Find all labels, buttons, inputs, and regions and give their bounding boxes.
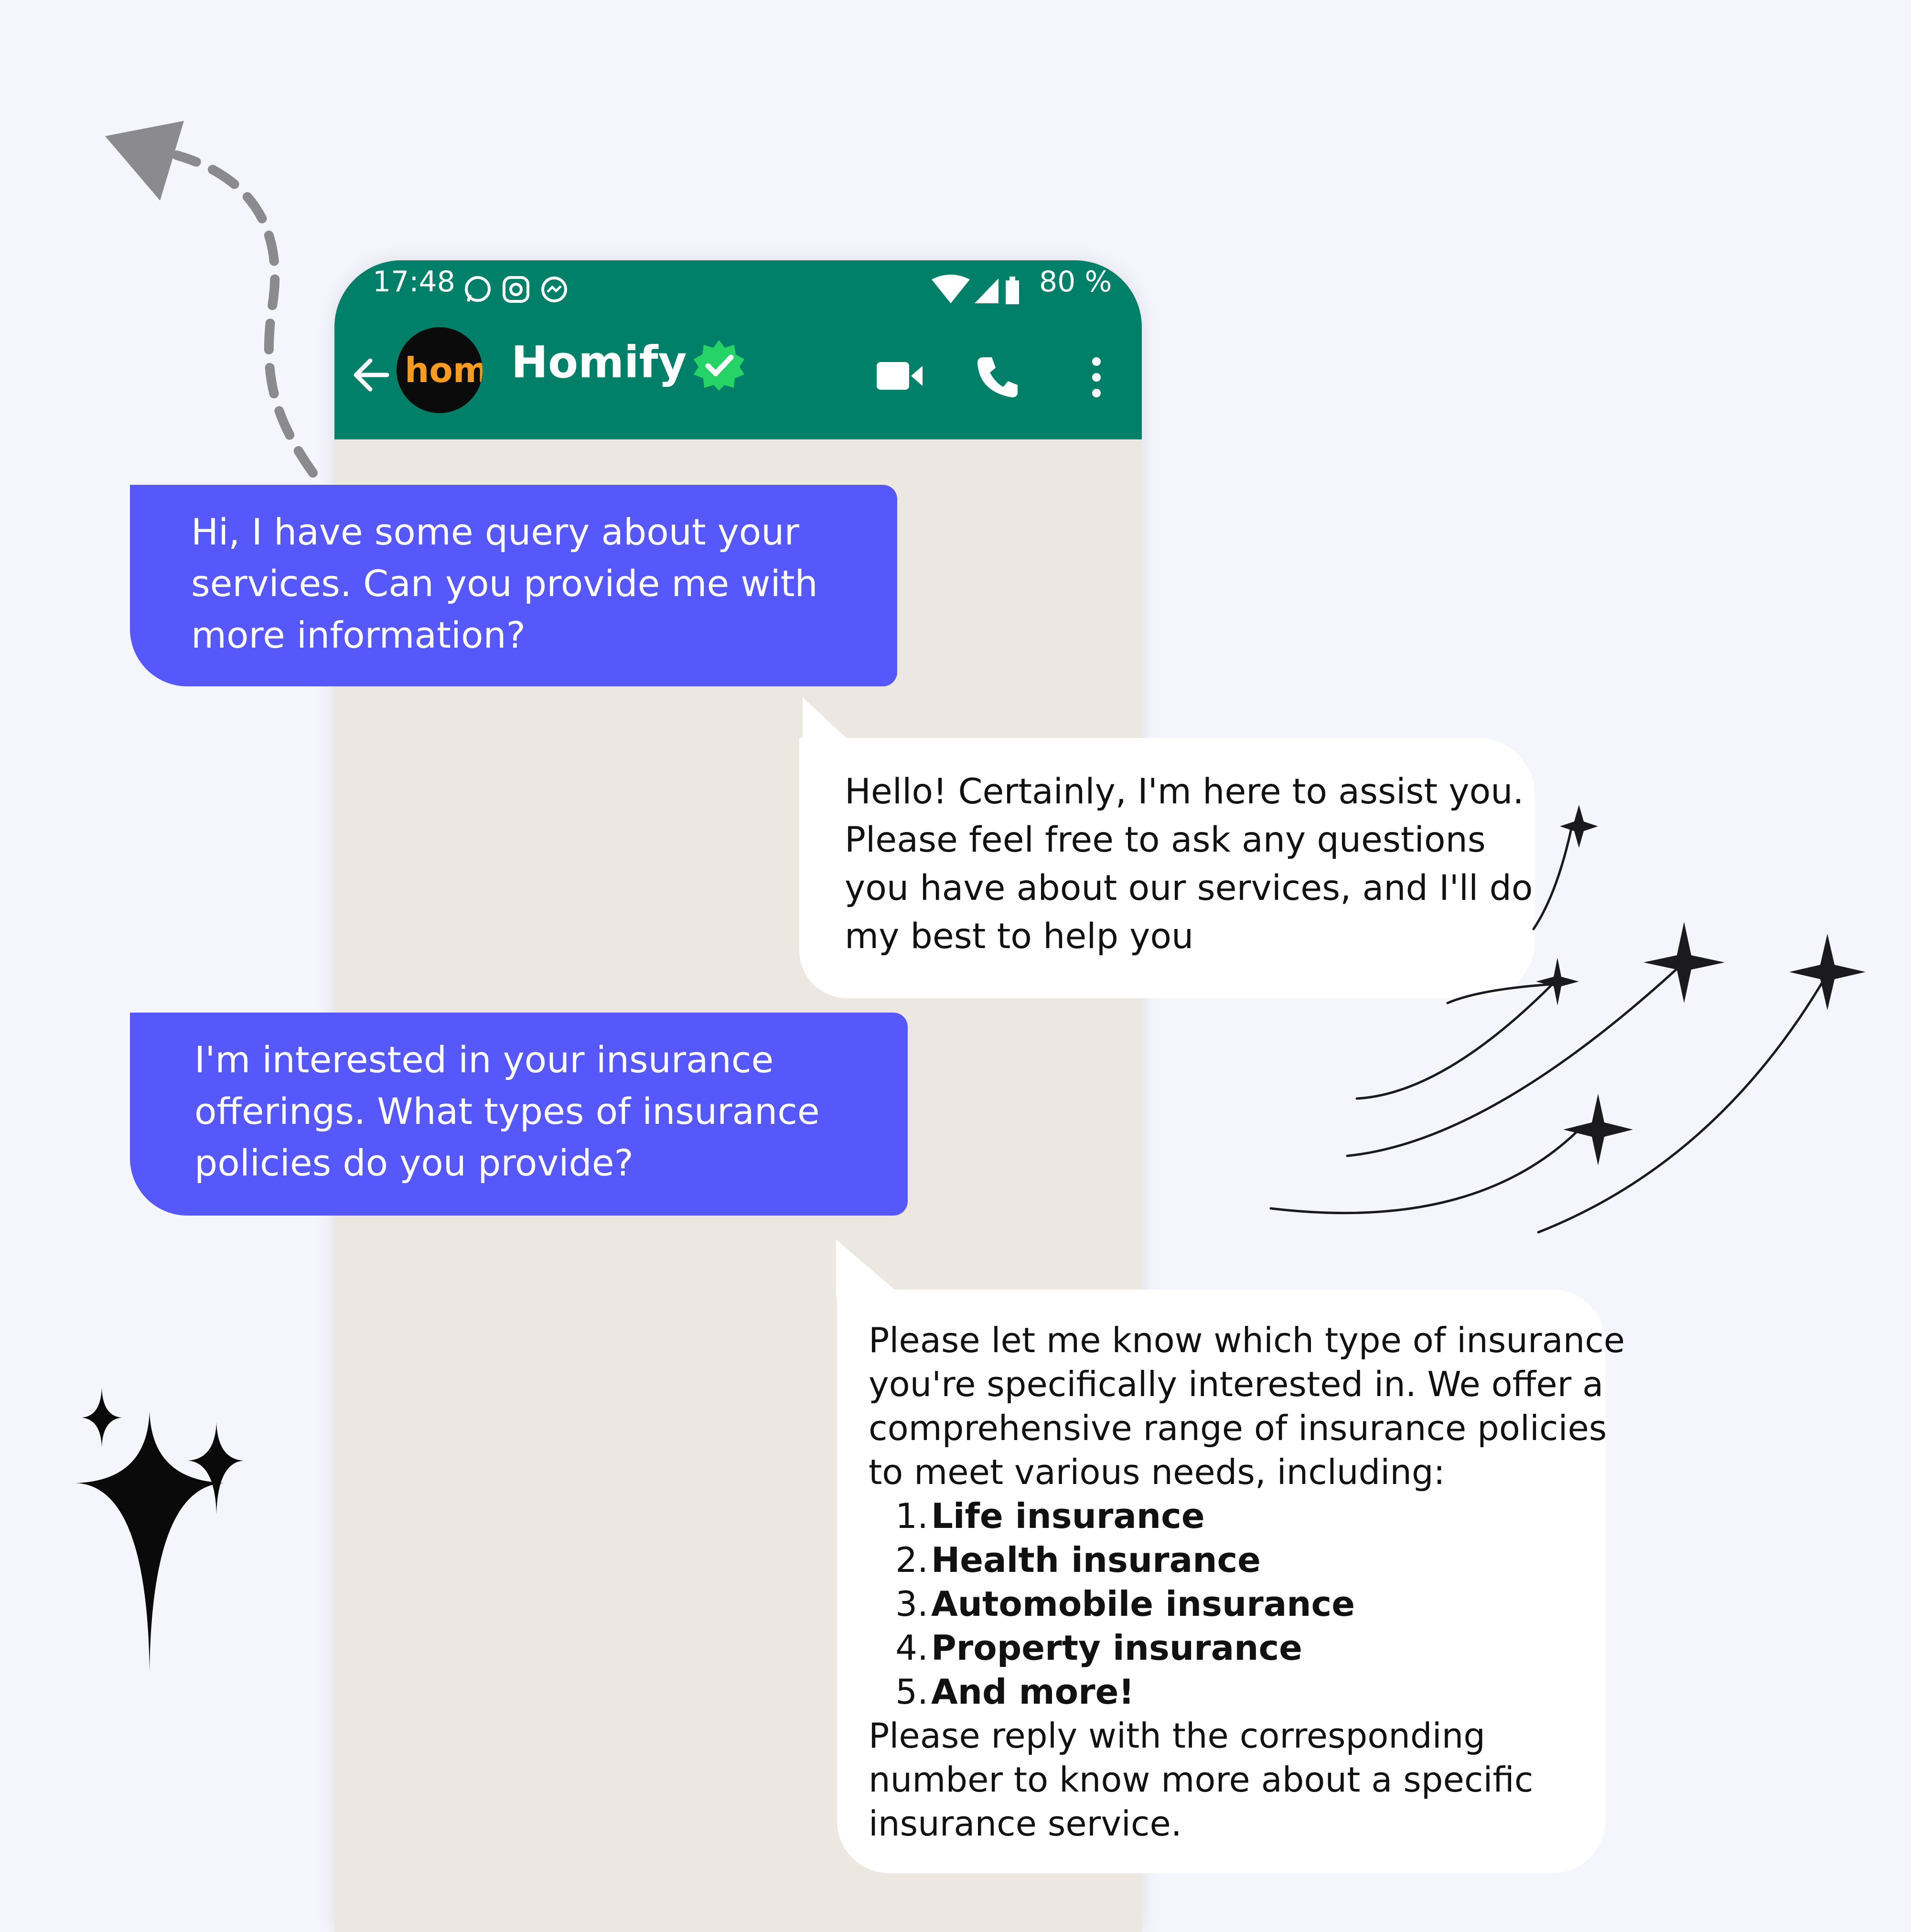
message-line: you're specifically interested in. We of… bbox=[869, 1364, 1604, 1404]
avatar[interactable]: hom bbox=[397, 327, 483, 413]
message-line: Please feel free to ask any questions bbox=[845, 820, 1486, 860]
more-options-icon[interactable] bbox=[1089, 356, 1104, 399]
list-item: 3.Automobile insurance bbox=[869, 1582, 1605, 1626]
battery-icon bbox=[1006, 277, 1019, 304]
status-battery: 80 % bbox=[1039, 265, 1112, 299]
avatar-logo-text: hom bbox=[405, 350, 483, 390]
message-line: Hello! Certainly, I'm here to assist you… bbox=[845, 771, 1524, 812]
message-bubble-user: Hi, I have some query about your service… bbox=[130, 485, 897, 686]
back-arrow-icon[interactable] bbox=[349, 353, 392, 396]
message-line: more information? bbox=[191, 614, 526, 656]
list-item-label: And more! bbox=[931, 1672, 1135, 1712]
sparkles-icon bbox=[75, 1388, 244, 1672]
messenger-icon bbox=[541, 277, 567, 302]
contact-name[interactable]: Homify bbox=[511, 337, 687, 388]
shooting-stars-icon bbox=[1269, 805, 1866, 1234]
list-item-number: 1. bbox=[895, 1496, 928, 1536]
status-app-icons bbox=[465, 276, 567, 303]
whatsapp-icon bbox=[465, 276, 491, 302]
list-item-label: Property insurance bbox=[931, 1628, 1302, 1668]
message-line: my best to help you bbox=[845, 916, 1194, 957]
dashed-curved-arrow-icon bbox=[105, 121, 318, 478]
list-item: 4.Property insurance bbox=[869, 1626, 1605, 1670]
message-line: Please reply with the corresponding bbox=[869, 1716, 1485, 1756]
message-bubble-bot: Please let me know which type of insuran… bbox=[837, 1290, 1625, 1873]
message-line: services. Can you provide me with bbox=[191, 562, 818, 605]
status-time: 17:48 bbox=[373, 265, 455, 299]
message-line: Hi, I have some query about your bbox=[191, 511, 799, 553]
bubble-tail bbox=[836, 1239, 903, 1297]
message-line: comprehensive range of insurance policie… bbox=[869, 1408, 1607, 1448]
list-item-number: 4. bbox=[895, 1628, 928, 1668]
status-system-icons bbox=[932, 275, 1019, 304]
list-item-number: 5. bbox=[895, 1672, 928, 1712]
message-line: I'm interested in your insurance bbox=[194, 1038, 774, 1081]
list-item: 2.Health insurance bbox=[869, 1538, 1605, 1582]
signal-icon bbox=[975, 278, 998, 303]
list-item-label: Health insurance bbox=[931, 1540, 1261, 1580]
list-item-number: 3. bbox=[895, 1584, 928, 1624]
message-line: offerings. What types of insurance bbox=[194, 1090, 820, 1132]
list-item-label: Automobile insurance bbox=[931, 1584, 1355, 1624]
message-line: Please let me know which type of insuran… bbox=[869, 1320, 1625, 1360]
instagram-icon bbox=[503, 276, 529, 303]
message-bubble-user: I'm interested in your insurance offerin… bbox=[130, 1013, 908, 1216]
list-item: 5.And more! bbox=[869, 1670, 1605, 1714]
chat-header: 17:48 80 % hom H bbox=[334, 260, 1142, 439]
wifi-icon bbox=[932, 275, 970, 303]
message-bubble-bot: Hello! Certainly, I'm here to assist you… bbox=[799, 738, 1535, 998]
verified-badge-icon bbox=[694, 340, 744, 391]
list-item-number: 2. bbox=[895, 1540, 928, 1580]
message-line: insurance service. bbox=[869, 1804, 1182, 1844]
list-item: 1.Life insurance bbox=[869, 1494, 1605, 1538]
video-call-icon[interactable] bbox=[877, 358, 924, 394]
message-line: you have about our services, and I'll do bbox=[845, 868, 1533, 908]
message-line: to meet various needs, including: bbox=[869, 1452, 1445, 1492]
message-line: policies do you provide? bbox=[194, 1142, 633, 1184]
phone-icon[interactable] bbox=[975, 353, 1020, 399]
message-line: number to know more about a specific bbox=[869, 1760, 1534, 1800]
list-item-label: Life insurance bbox=[931, 1496, 1205, 1536]
